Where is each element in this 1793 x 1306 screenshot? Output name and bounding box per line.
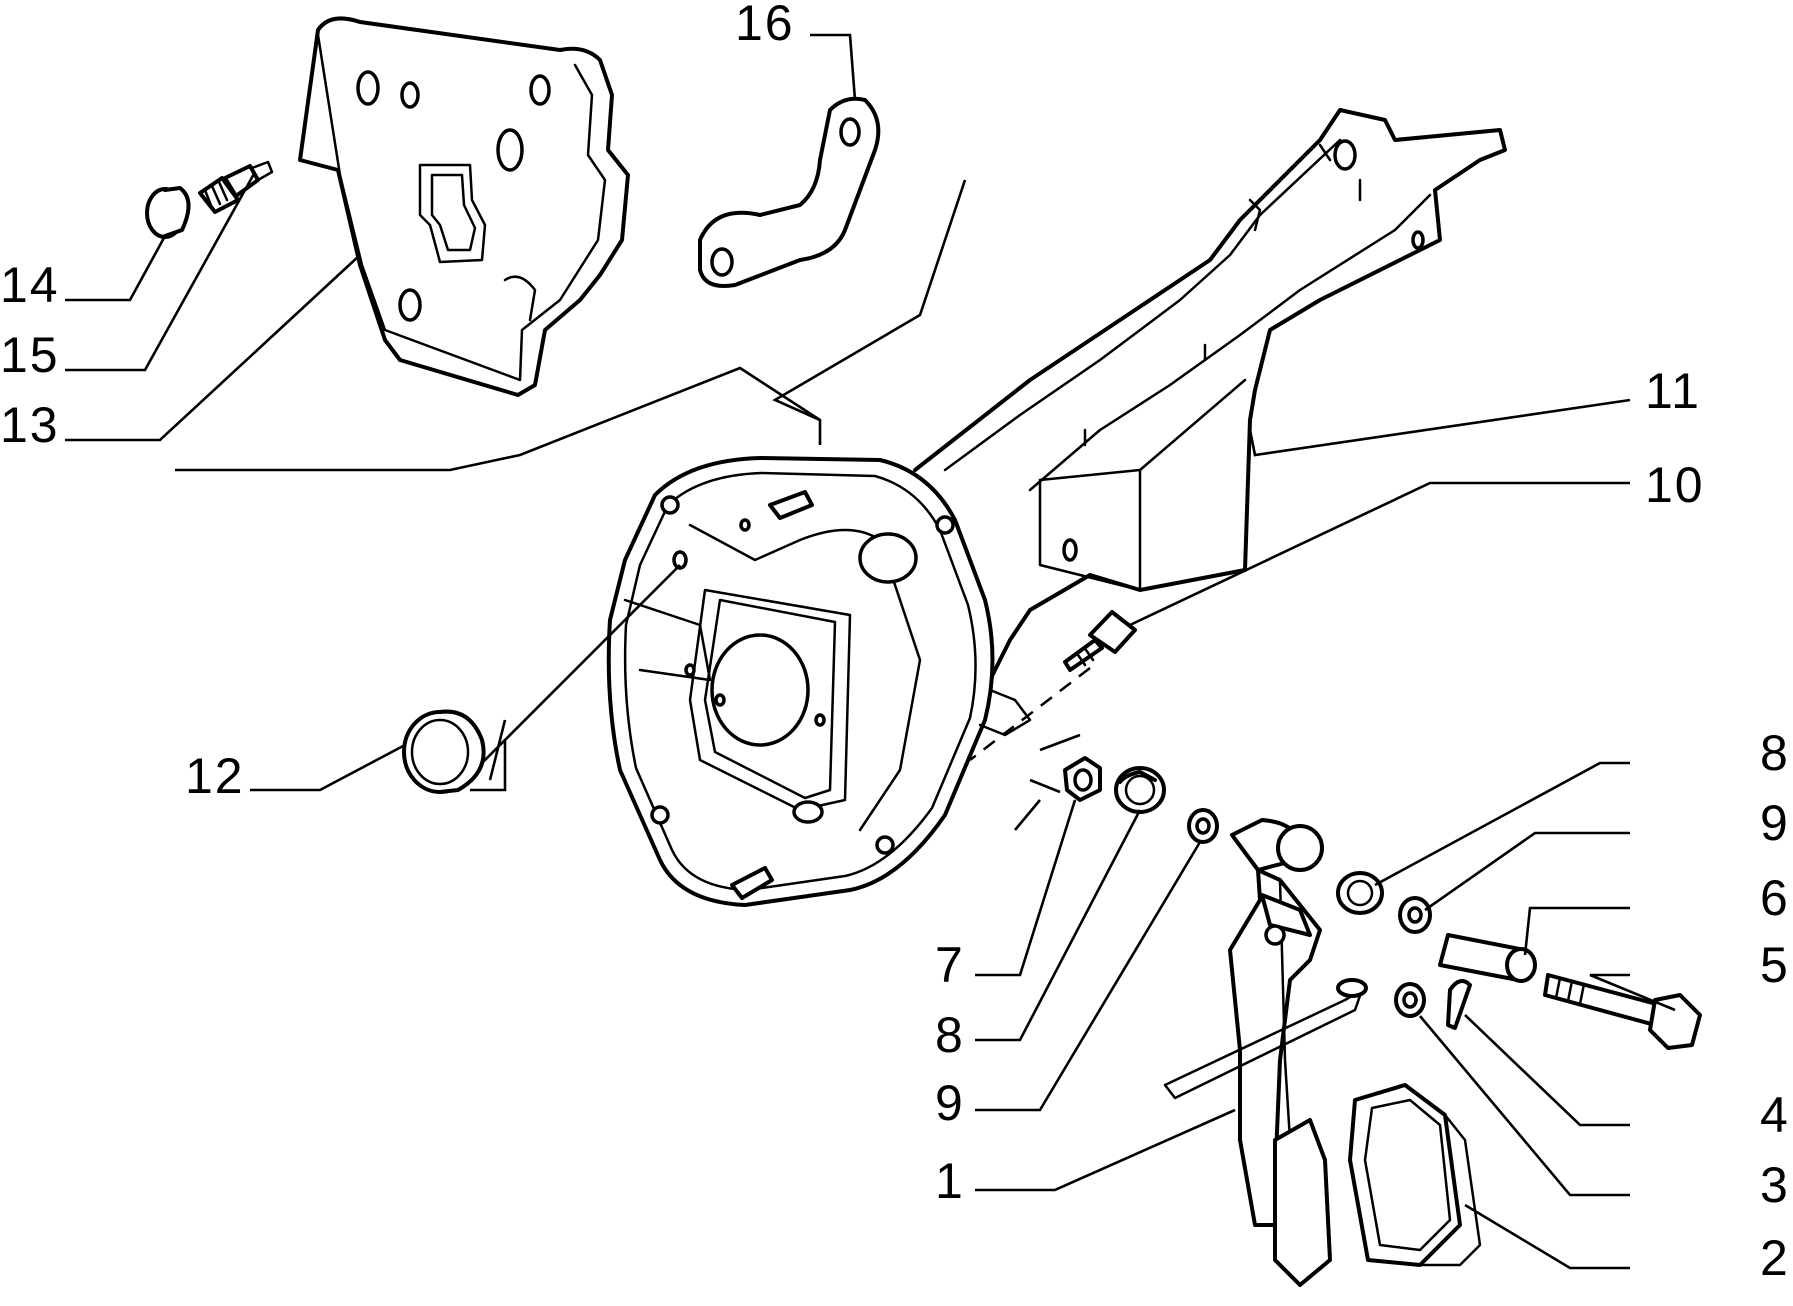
support-bracket-part [913,108,1507,702]
spacer-tube-part [1438,933,1537,983]
callout-11: 11 [1645,363,1701,419]
screw-part [1063,610,1137,672]
callout-leaders [65,33,1676,1270]
pedal-part [1163,818,1368,1287]
callout-1: 1 [935,1153,965,1209]
bush-part-right [1336,871,1384,915]
cap-part [145,186,191,239]
callout-8-right: 8 [1760,725,1790,781]
washer-part-3 [1394,982,1426,1018]
callout-3: 3 [1760,1157,1790,1213]
pedal-box-housing [606,456,1032,907]
washer-part-right [1398,896,1432,934]
callout-12: 12 [185,748,245,804]
callout-7: 7 [935,937,965,993]
callout-14: 14 [0,257,60,313]
callout-6: 6 [1760,870,1790,926]
callout-5: 5 [1760,937,1790,993]
bolt-part [1543,973,1702,1050]
callout-9-right: 9 [1760,795,1790,851]
callout-13: 13 [0,397,60,453]
nut-part [1063,756,1102,802]
callout-9-left: 9 [935,1075,965,1131]
callout-4: 4 [1760,1087,1790,1143]
callout-2: 2 [1760,1230,1790,1286]
washer-part-left [1187,808,1219,844]
split-pin-part [1446,979,1472,1030]
pedal-pad-part [1348,1083,1482,1267]
callout-8-left: 8 [935,1007,965,1063]
callout-15: 15 [0,327,60,383]
grommet-part [402,709,486,794]
callout-10: 10 [1645,457,1705,513]
cover-plate-part [298,16,630,397]
callout-16: 16 [735,0,795,51]
bracket-part [698,96,881,288]
bush-part-left [1114,766,1166,814]
